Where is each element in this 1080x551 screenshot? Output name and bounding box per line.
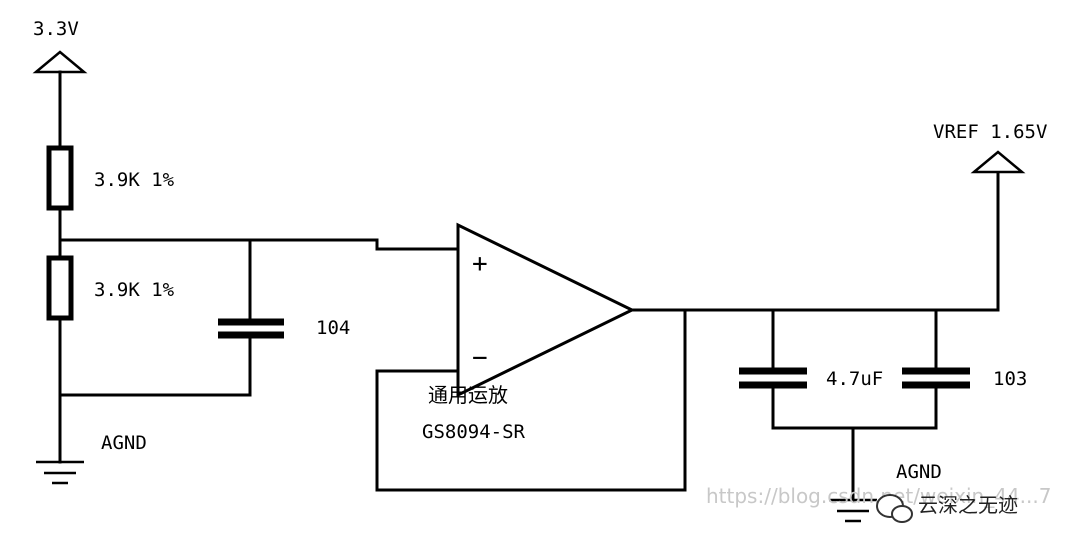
cap103-label: 103 — [993, 368, 1027, 390]
wechat-icon — [876, 494, 913, 523]
agnd-right-label: AGND — [896, 461, 942, 483]
opamp-minus-sign: − — [472, 343, 488, 373]
opamp-triangle — [456, 222, 636, 398]
opamp-part-label: GS8094-SR — [422, 421, 526, 443]
watermark-account: 云深之无迹 — [918, 493, 1018, 517]
cap47-label: 4.7uF — [826, 368, 883, 390]
opamp-plus-sign: + — [472, 249, 488, 279]
agnd-left-label: AGND — [101, 432, 147, 454]
vref-label: VREF 1.65V — [933, 121, 1047, 143]
cap104-label: 104 — [316, 317, 350, 339]
vref-arrow — [970, 150, 1026, 174]
resistor-bottom — [46, 255, 74, 321]
resistor-top — [46, 145, 74, 211]
supply-arrow-3v3 — [32, 50, 88, 74]
supply-label: 3.3V — [33, 18, 79, 40]
opamp-name-label: 通用运放 — [428, 383, 508, 407]
resistor-top-label: 3.9K 1% — [94, 169, 175, 191]
resistor-bottom-label: 3.9K 1% — [94, 279, 175, 301]
